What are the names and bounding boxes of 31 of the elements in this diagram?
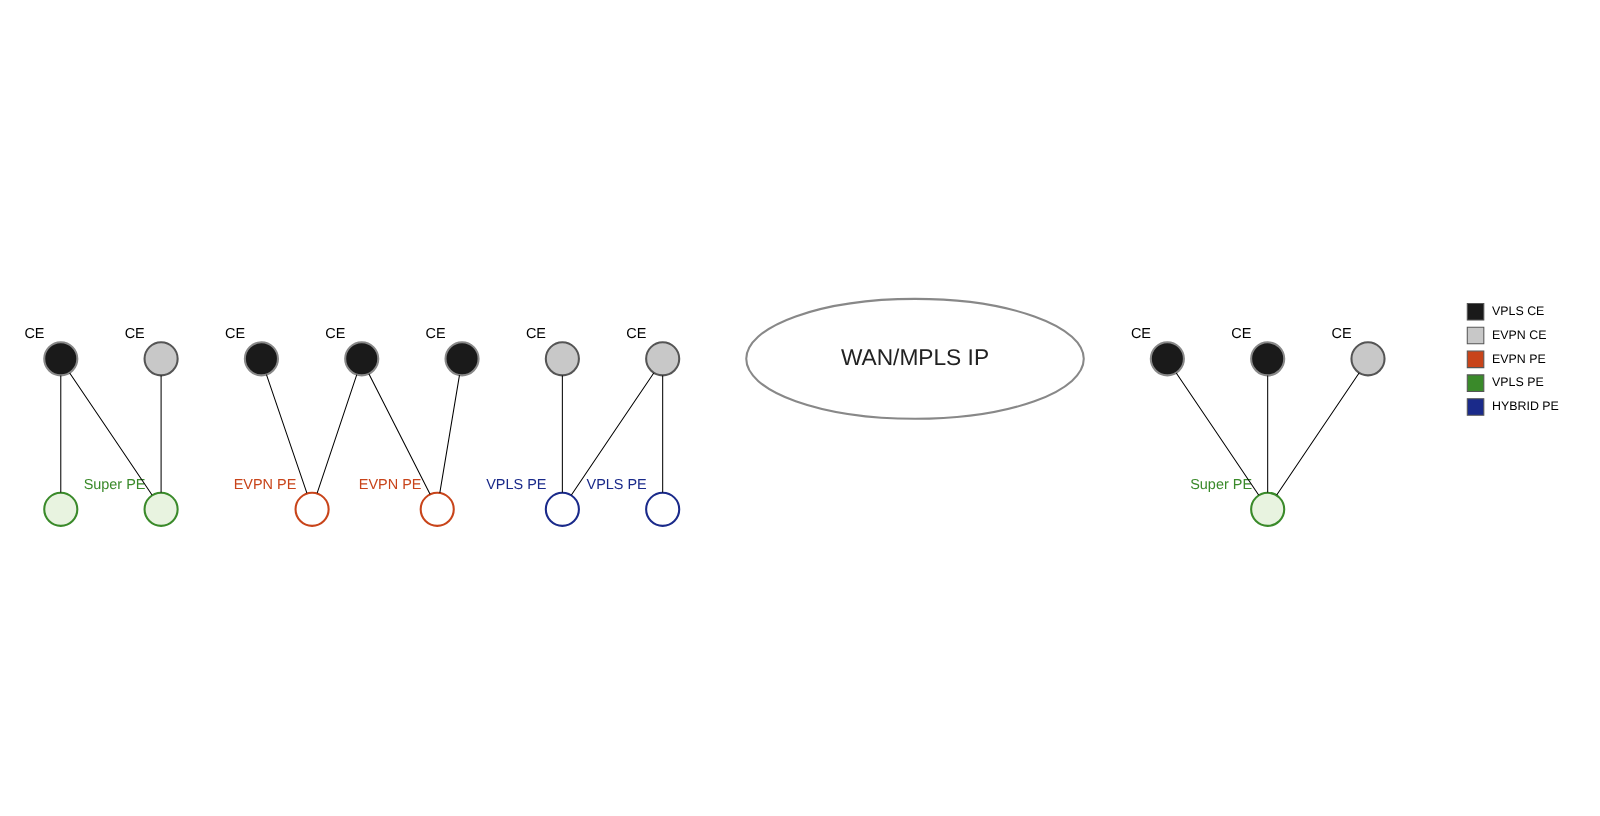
node-circle: [293, 490, 329, 526]
connector: [159, 373, 161, 492]
node-circle: [242, 340, 278, 376]
node-circle: [1249, 490, 1285, 526]
connector: [1275, 371, 1359, 495]
node-circle: [644, 340, 680, 376]
node-circle: [543, 340, 579, 376]
node-circle: [443, 340, 479, 376]
connector: [264, 373, 307, 493]
node-circle: [543, 490, 579, 526]
node-circle: [1349, 340, 1385, 376]
node-circle: [418, 490, 454, 526]
node-circle: [1249, 340, 1285, 376]
connector: [59, 373, 61, 492]
connector: [68, 371, 152, 495]
node-ellipse: WAN/MPLS IP: [744, 296, 1084, 419]
node-circle: [644, 490, 680, 526]
node-circle: [142, 490, 178, 526]
node-circle: [42, 340, 78, 376]
node-circle: [42, 490, 78, 526]
connector: [367, 372, 430, 494]
node-circle: [142, 340, 178, 376]
node-circle: [1148, 340, 1184, 376]
connector: [560, 373, 562, 492]
node-circle: [343, 340, 379, 376]
connector: [315, 373, 357, 493]
connector: [1266, 373, 1268, 492]
connector: [438, 373, 459, 493]
connector: [1174, 371, 1259, 495]
connector: [661, 373, 663, 492]
connector: [569, 371, 654, 495]
